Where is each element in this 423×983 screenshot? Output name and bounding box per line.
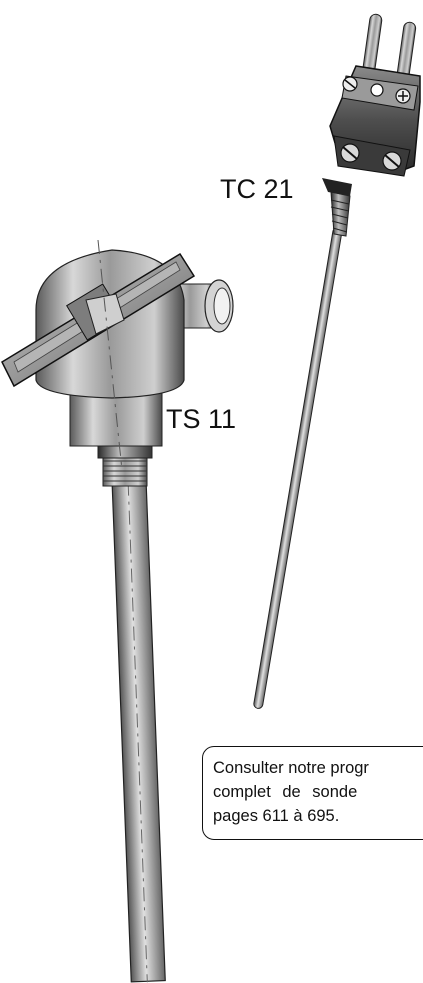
- tc21-label: TC 21: [220, 174, 294, 204]
- catalog-reference-callout: Consulter notre progr complet de sonde p…: [202, 746, 423, 840]
- tc21-probe: [253, 13, 421, 709]
- callout-line-3: pages 611 à 695.: [213, 807, 340, 825]
- callout-line-1: Consulter notre progr: [213, 759, 369, 777]
- ts11-probe: [1, 239, 234, 983]
- ts11-label: TS 11: [166, 404, 237, 434]
- callout-line-2: complet de sonde: [213, 783, 358, 801]
